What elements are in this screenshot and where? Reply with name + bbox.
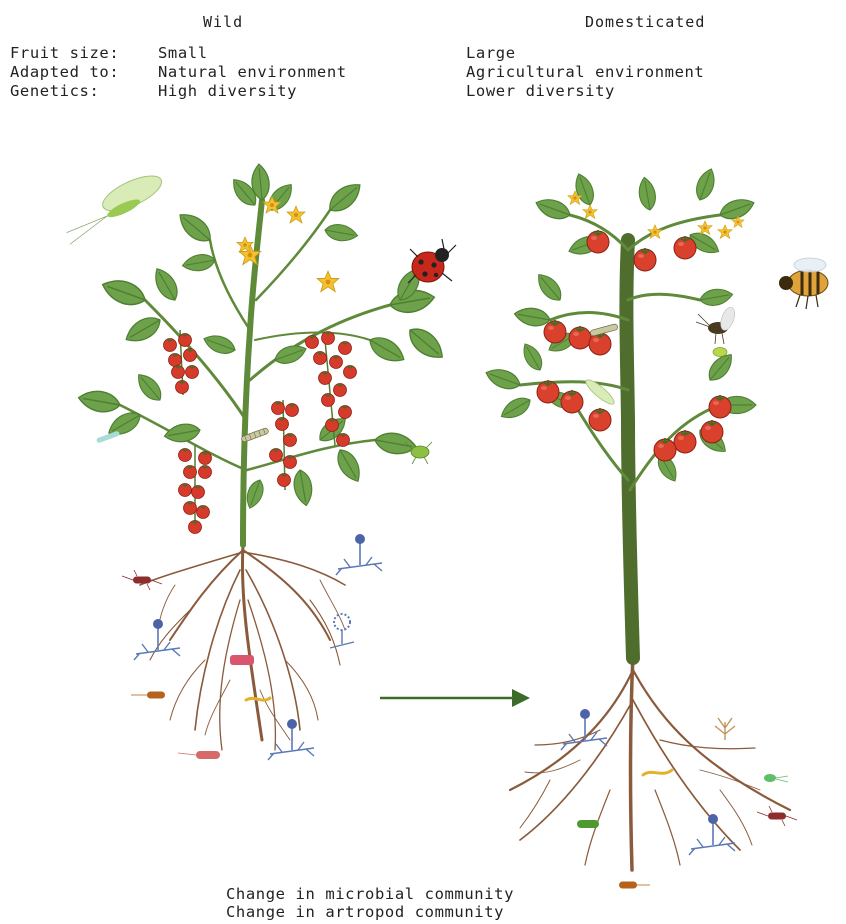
bacterium-icon [230, 655, 254, 665]
bacterium-icon [122, 570, 162, 590]
aphid-icon [713, 348, 727, 357]
bacterium-icon [178, 751, 220, 759]
lacewing-larva-icon [96, 431, 120, 444]
change-arrow [380, 689, 530, 707]
wasp-icon [696, 305, 737, 344]
bacterium-icon [619, 882, 650, 889]
wild-microbes [122, 534, 382, 760]
fungus-icon [689, 814, 735, 855]
wild-roots [140, 545, 345, 750]
bacterium-icon [757, 806, 797, 826]
worm-icon [643, 770, 672, 775]
fungus-icon [336, 534, 382, 575]
domesticated-roots [510, 655, 790, 870]
footer-arthropod: Change in artropod community [226, 904, 504, 921]
wild-plant [77, 163, 449, 750]
footer-microbial: Change in microbial community [226, 886, 514, 903]
bacterium-icon [764, 774, 788, 782]
ladybug-icon [408, 239, 456, 283]
bacterium-icon [131, 692, 165, 699]
bee-icon [779, 258, 828, 309]
domesticated-main-stem [626, 240, 633, 658]
lacewing-larva-icon [583, 377, 617, 408]
fungus-icon [715, 718, 735, 740]
lacewing-icon [56, 169, 169, 244]
fungus-icon [134, 619, 180, 660]
domesticated-plant [483, 166, 790, 870]
worm-icon [246, 698, 270, 700]
bacterium-icon [577, 820, 599, 828]
